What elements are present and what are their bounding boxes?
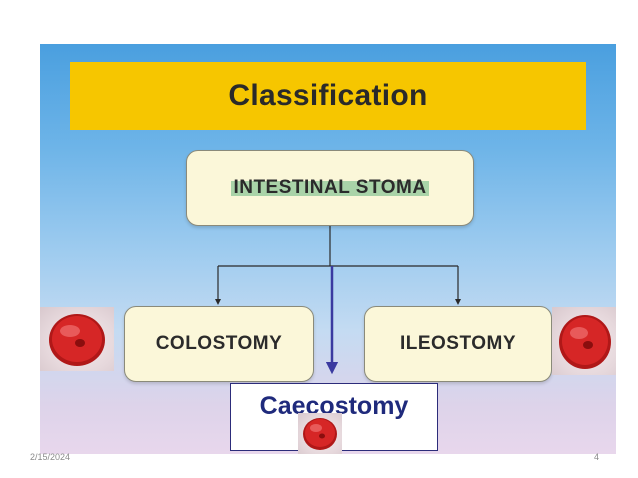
stoma-photo-right <box>552 307 616 375</box>
title-banner: Classification <box>70 62 586 130</box>
node-colostomy: COLOSTOMY <box>124 306 314 382</box>
node-colostomy-label: COLOSTOMY <box>155 333 283 354</box>
node-ileostomy: ILEOSTOMY <box>364 306 552 382</box>
node-intestinal-stoma-label: INTESTINAL STOMA <box>231 177 429 199</box>
footer-date: 2/15/2024 <box>30 452 71 462</box>
stoma-photo-bottom <box>298 413 342 454</box>
node-intestinal-stoma: INTESTINAL STOMA <box>186 150 474 226</box>
slide: Classification INTESTINAL STOMA COLOSTOM… <box>40 44 616 454</box>
footer-page-number: 4 <box>594 452 600 462</box>
node-ileostomy-label: ILEOSTOMY <box>399 333 517 354</box>
stoma-photo-left <box>40 307 114 371</box>
slide-title: Classification <box>228 79 428 112</box>
